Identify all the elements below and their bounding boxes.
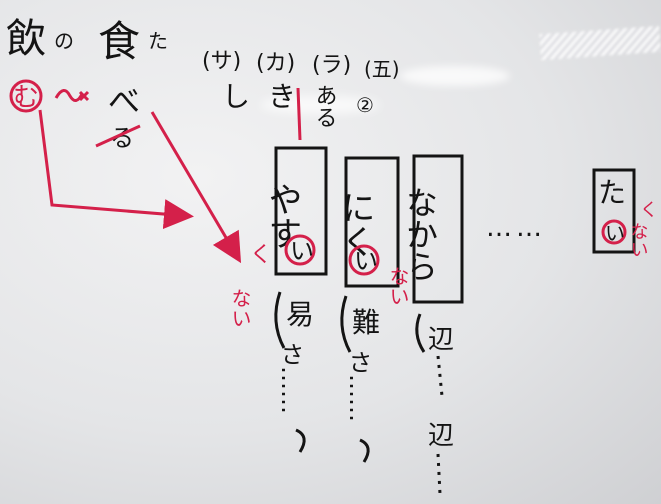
- stem-red-kana: む: [13, 83, 39, 113]
- shiki-kana: しき: [222, 80, 314, 113]
- note-kanji-easy: 易: [286, 298, 314, 331]
- dotted-line: [436, 453, 442, 495]
- note-kana-sa: さ……: [344, 350, 372, 422]
- ellipsis-dots: ……: [486, 213, 546, 243]
- verb-nomu-kanji: 飲: [6, 16, 46, 62]
- group-label-ra: (ラ): [312, 53, 351, 78]
- note-kanji-difficult: 難: [352, 306, 380, 339]
- red-label-ku: く: [640, 200, 658, 221]
- strike-through-mark: [95, 124, 141, 148]
- red-circle-mark: [348, 244, 380, 276]
- box-circled-i: い: [290, 237, 314, 265]
- group-label-sa: (サ): [202, 49, 241, 74]
- group-label-go: (五): [364, 57, 400, 81]
- box-circled-i: い: [354, 247, 378, 275]
- box-kana-yasu: やす: [262, 182, 302, 250]
- red-circle-mark: [284, 234, 316, 266]
- verb-nomu-okurigana: の: [54, 29, 74, 53]
- circle-two-mark: ②: [356, 93, 374, 117]
- dotted-line: [436, 355, 444, 397]
- open-paren-mark: [415, 313, 426, 353]
- note-kanji-side: 辺: [428, 421, 454, 451]
- box-nikui: [344, 156, 400, 288]
- red-scribble-mark: [54, 89, 90, 102]
- box-kana-ta: た: [598, 176, 626, 209]
- verb-taberu-kana: べ: [108, 82, 140, 120]
- box-nagara: [412, 154, 464, 304]
- close-paren-mark: [359, 438, 370, 463]
- red-label-nai: ない: [628, 222, 649, 258]
- red-arrow-to-ku: [150, 111, 242, 264]
- box-circled-i: い: [605, 221, 625, 245]
- box-kana-nagara: なから: [401, 186, 439, 282]
- aru-kana: ある: [312, 84, 337, 128]
- glare-reflection: [400, 66, 510, 86]
- open-paren-mark: [274, 291, 286, 349]
- note-kana-sa: さ……: [276, 342, 304, 414]
- red-label-ku: く: [250, 243, 272, 268]
- open-paren-mark: [340, 295, 352, 353]
- glare-reflection: [260, 96, 380, 114]
- red-circle-mark: [601, 219, 627, 245]
- red-label-nai: ない: [228, 288, 252, 328]
- red-arrow-to-box: [38, 109, 194, 230]
- close-paren-mark: [295, 428, 306, 453]
- group-label-ka: (カ): [256, 51, 295, 76]
- red-label-nai: ない: [386, 266, 410, 306]
- box-tai: [592, 168, 636, 254]
- verb-taberu-okurigana: た: [148, 29, 168, 53]
- box-yasui: [274, 146, 328, 276]
- red-circle-mark: [9, 79, 43, 113]
- note-kanji-side: 辺: [428, 325, 454, 355]
- verb-taberu-kanji: 食: [98, 17, 140, 66]
- red-divider-mark: [296, 87, 302, 141]
